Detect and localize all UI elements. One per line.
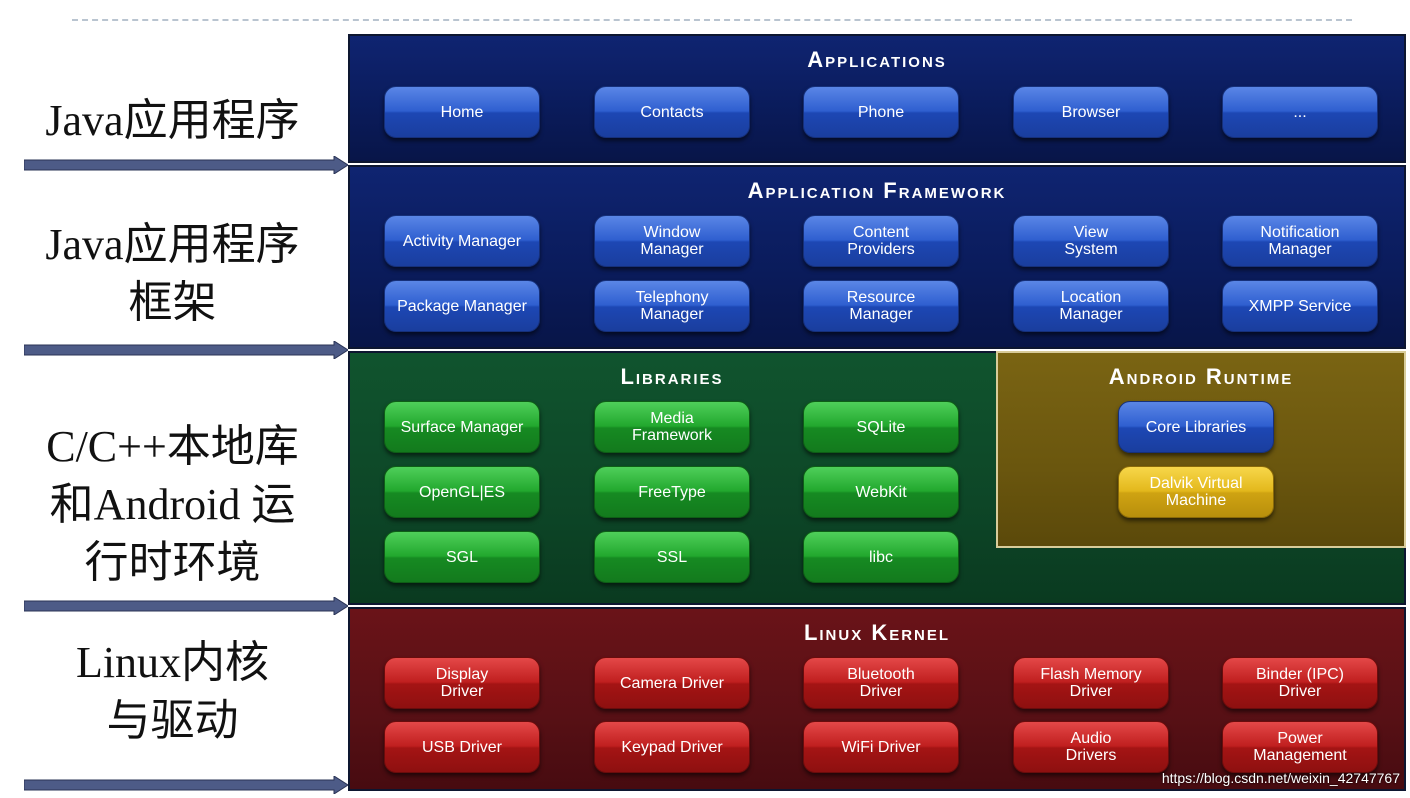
layer-title: Android Runtime [1108, 364, 1294, 389]
lib-ssl: SSL [594, 531, 750, 583]
label-line: 与驱动 [106, 696, 239, 745]
kernel-binder-ipc-driver: Binder (IPC) Driver [1222, 657, 1378, 709]
layer-arrow-icon [24, 341, 348, 359]
lib-libc: libc [803, 531, 959, 583]
label-java-framework: Java应用程序 框架 [0, 216, 345, 332]
layer-application-framework: Application Framework Activity Manager W… [348, 165, 1406, 349]
label-line: 行时环境 [84, 538, 261, 587]
layer-arrow-icon [24, 156, 348, 174]
kernel-usb-driver: USB Driver [384, 721, 540, 773]
lib-freetype: FreeType [594, 466, 750, 518]
top-dashed-divider [72, 19, 1352, 21]
kernel-keypad-driver: Keypad Driver [594, 721, 750, 773]
framework-telephony-manager: Telephony Manager [594, 280, 750, 332]
framework-package-manager: Package Manager [384, 280, 540, 332]
label-native-runtime: C/C++本地库 和Android 运 行时环境 [0, 418, 345, 592]
label-line: Java应用程序 [45, 96, 300, 145]
label-line: C/C++本地库 [46, 422, 299, 471]
layer-arrow-icon [24, 776, 348, 794]
framework-activity-manager: Activity Manager [384, 215, 540, 267]
lib-media-framework: Media Framework [594, 401, 750, 453]
label-line: Linux内核 [75, 638, 270, 687]
lib-webkit: WebKit [803, 466, 959, 518]
app-home: Home [384, 86, 540, 138]
layer-title: Application Framework [747, 178, 1007, 203]
kernel-flash-memory-driver: Flash Memory Driver [1013, 657, 1169, 709]
layer-android-runtime: Android Runtime Core Libraries Dalvik Vi… [996, 351, 1406, 548]
layer-title: Linux Kernel [803, 620, 951, 645]
lib-sqlite: SQLite [803, 401, 959, 453]
runtime-core-libraries: Core Libraries [1118, 401, 1274, 453]
framework-resource-manager: Resource Manager [803, 280, 959, 332]
kernel-display-driver: Display Driver [384, 657, 540, 709]
app-browser: Browser [1013, 86, 1169, 138]
kernel-bluetooth-driver: Bluetooth Driver [803, 657, 959, 709]
kernel-camera-driver: Camera Driver [594, 657, 750, 709]
lib-opengl-es: OpenGL|ES [384, 466, 540, 518]
app-more: ... [1222, 86, 1378, 138]
runtime-dalvik-vm: Dalvik Virtual Machine [1118, 466, 1274, 518]
framework-window-manager: Window Manager [594, 215, 750, 267]
framework-content-providers: Content Providers [803, 215, 959, 267]
label-line: 框架 [128, 278, 217, 327]
layer-arrow-icon [24, 597, 348, 615]
layer-applications: Applications Home Contacts Phone Browser… [348, 34, 1406, 163]
framework-view-system: View System [1013, 215, 1169, 267]
app-contacts: Contacts [594, 86, 750, 138]
kernel-audio-drivers: Audio Drivers [1013, 721, 1169, 773]
layer-title: Libraries [620, 364, 724, 389]
app-phone: Phone [803, 86, 959, 138]
lib-surface-manager: Surface Manager [384, 401, 540, 453]
kernel-power-management: Power Management [1222, 721, 1378, 773]
lib-sgl: SGL [384, 531, 540, 583]
layer-linux-kernel: Linux Kernel Display Driver Camera Drive… [348, 607, 1406, 791]
framework-notification-manager: Notification Manager [1222, 215, 1378, 267]
label-kernel: Linux内核 与驱动 [0, 634, 345, 750]
label-java-apps: Java应用程序 [0, 92, 345, 150]
watermark-url: https://blog.csdn.net/weixin_42747767 [1161, 770, 1400, 786]
framework-location-manager: Location Manager [1013, 280, 1169, 332]
label-line: 和Android 运 [49, 480, 296, 529]
framework-xmpp-service: XMPP Service [1222, 280, 1378, 332]
label-line: Java应用程序 [45, 220, 300, 269]
layer-title: Applications [807, 47, 947, 72]
kernel-wifi-driver: WiFi Driver [803, 721, 959, 773]
